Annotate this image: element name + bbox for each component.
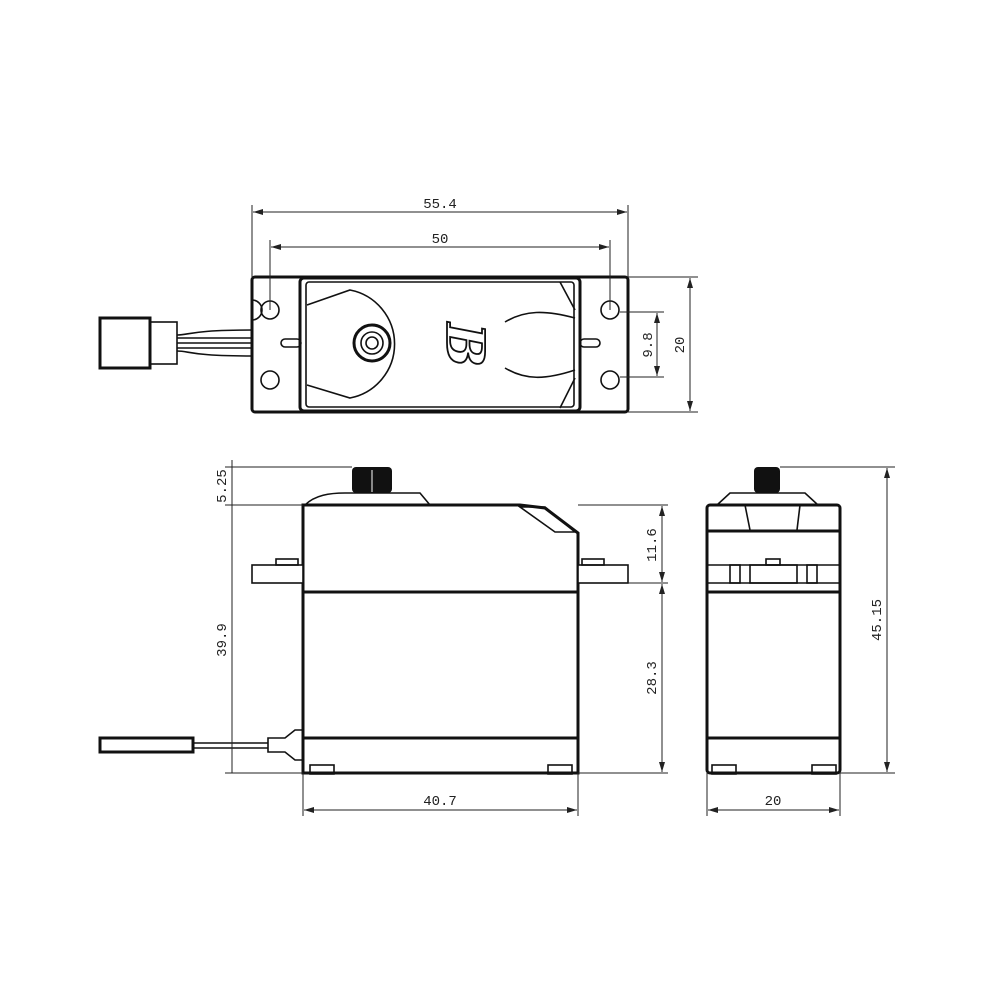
servo-horn [306, 289, 396, 399]
dim-45-15: 45.15 [870, 599, 886, 641]
brand-logo: B [434, 321, 495, 367]
case-front [301, 503, 580, 775]
connector-housing [149, 321, 178, 365]
cable-plug [98, 736, 195, 754]
flange-left [251, 564, 304, 584]
side-view: 45.15 20 [705, 466, 895, 816]
dim-39-9: 39.9 [215, 623, 231, 657]
top-view: B 55.4 50 20 9.8 [98, 197, 698, 414]
dim-9-8: 9.8 [641, 332, 657, 357]
dim-11-6: 11.6 [645, 528, 661, 562]
dim-5-25: 5.25 [215, 469, 231, 503]
dim-50: 50 [432, 232, 449, 248]
dim-55-4: 55.4 [423, 197, 457, 213]
dim-20-top: 20 [673, 337, 689, 354]
dim-20-side: 20 [765, 794, 782, 810]
cable-grommet [267, 729, 304, 761]
dim-28-3: 28.3 [645, 661, 661, 695]
output-shaft [352, 323, 392, 363]
connector-plug [98, 316, 152, 370]
horn-base [304, 492, 431, 506]
servo-wires [176, 329, 254, 357]
dim-40-7: 40.7 [423, 794, 457, 810]
case-side [705, 503, 842, 775]
output-spline-side [754, 467, 780, 493]
flange-right [577, 564, 629, 584]
case-contours [504, 281, 576, 409]
front-view: 5.25 39.9 11.6 28.3 40.7 [98, 460, 668, 816]
